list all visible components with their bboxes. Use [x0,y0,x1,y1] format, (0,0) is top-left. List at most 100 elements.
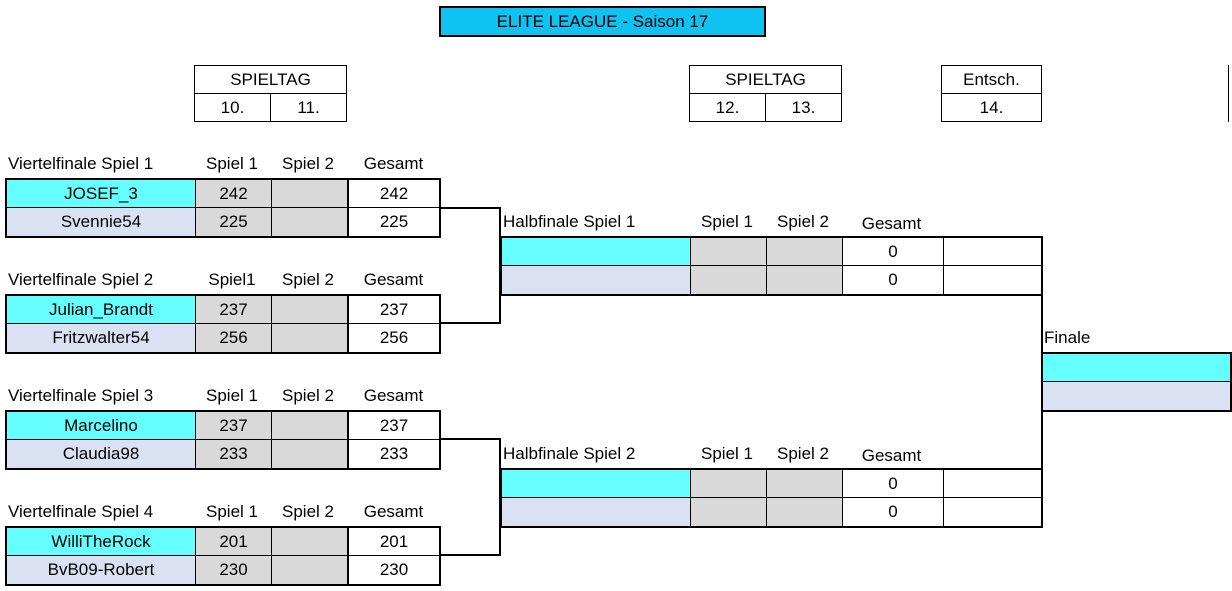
score-spiel1-cell[interactable] [691,238,767,266]
score-spiel1-cell[interactable]: 237 [196,412,272,440]
score-spiel2-cell[interactable] [272,208,348,236]
score-spiel1-cell[interactable]: 225 [196,208,272,236]
player-name-cell[interactable]: Marcelino [7,412,196,440]
final-player-cell[interactable] [1043,354,1230,382]
quarterfinal-label: Viertelfinale Spiel 3 [8,386,154,405]
col-header-gesamt: Gesamt [861,214,922,233]
bracket-connector [499,207,501,324]
semifinal-2: Halbfinale Spiel 2 Spiel 1 Spiel 2 Gesam… [500,440,1043,530]
col-header-spiel2: Spiel 2 [777,212,829,231]
col-header-spiel2: Spiel 2 [282,154,334,173]
score-spiel1-cell[interactable]: 230 [196,556,272,584]
total-cell[interactable]: 237 [348,412,439,440]
match-table: Marcelino 237 237 Claudia98 233 233 [5,410,441,470]
final-player-cell[interactable] [1043,382,1230,410]
col-header-spiel1: Spiel 1 [206,154,258,173]
score-spiel2-cell[interactable] [272,324,348,352]
col-header-spiel1: Spiel 1 [701,444,753,463]
score-spiel2-cell[interactable] [272,556,348,584]
spieltag-header-2: SPIELTAG 12. 13. [689,65,842,122]
bracket-connector [441,554,501,556]
score-spiel1-cell[interactable] [691,266,767,294]
final-label: Finale [1044,328,1091,347]
spieltag-day: 10. [194,93,271,122]
spieltag-day: 13. [765,93,842,122]
score-spiel2-cell[interactable] [272,412,348,440]
entsch-label: Entsch. [941,65,1042,94]
entsch-day: 14. [941,93,1042,122]
score-spiel1-cell[interactable]: 237 [196,296,272,324]
spieltag-header-1: SPIELTAG 10. 11. [194,65,347,122]
match-table [1041,352,1232,412]
col-header-spiel1: Spiel 1 [701,212,753,231]
score-spiel2-cell[interactable] [767,470,843,498]
total-cell[interactable]: 201 [348,528,439,556]
player-name-cell[interactable] [502,470,691,498]
total-cell[interactable]: 225 [348,208,439,236]
player-name-cell[interactable]: Claudia98 [7,440,196,468]
player-name-cell[interactable] [502,266,691,294]
total-cell[interactable]: 233 [348,440,439,468]
player-name-cell[interactable]: BvB09-Robert [7,556,196,584]
score-spiel1-cell[interactable]: 256 [196,324,272,352]
total-cell[interactable]: 237 [348,296,439,324]
player-name-cell[interactable]: JOSEF_3 [7,180,196,208]
score-spiel2-cell[interactable] [767,238,843,266]
decider-cell[interactable] [944,238,1041,266]
total-cell[interactable]: 0 [843,238,944,266]
total-cell[interactable]: 0 [843,498,944,526]
decider-cell[interactable] [944,266,1041,294]
score-spiel1-cell[interactable] [691,470,767,498]
total-cell[interactable]: 230 [348,556,439,584]
total-cell[interactable]: 256 [348,324,439,352]
col-header-gesamt: Gesamt [363,386,424,405]
col-header-spiel1: Spiel1 [208,270,256,289]
semifinal-1: Halbfinale Spiel 1 Spiel 1 Spiel 2 Gesam… [500,208,1043,298]
score-spiel2-cell[interactable] [272,296,348,324]
score-spiel2-cell[interactable] [767,266,843,294]
score-spiel2-cell[interactable] [767,498,843,526]
score-spiel1-cell[interactable] [691,498,767,526]
semifinal-label: Halbfinale Spiel 1 [503,212,636,231]
match-table: WilliTheRock 201 201 BvB09-Robert 230 23… [5,526,441,586]
bracket-connector [499,438,501,556]
score-spiel2-cell[interactable] [272,528,348,556]
player-name-cell[interactable]: WilliTheRock [7,528,196,556]
col-header-spiel2: Spiel 2 [282,386,334,405]
spieltag-label: SPIELTAG [194,65,347,94]
score-spiel2-cell[interactable] [272,180,348,208]
match-table: JOSEF_3 242 242 Svennie54 225 225 [5,178,441,238]
col-header-gesamt: Gesamt [363,154,424,173]
score-spiel1-cell[interactable]: 201 [196,528,272,556]
col-header-spiel1: Spiel 1 [206,502,258,521]
col-header-gesamt: Gesamt [363,270,424,289]
entsch-header: Entsch. 14. [941,65,1042,122]
quarterfinal-3: Viertelfinale Spiel 3 Spiel 1 Spiel 2 Ge… [5,382,441,472]
player-name-cell[interactable] [502,238,691,266]
player-name-cell[interactable]: Fritzwalter54 [7,324,196,352]
spieltag-day: 12. [689,93,766,122]
score-spiel2-cell[interactable] [272,440,348,468]
match-table: 0 0 [500,236,1043,296]
total-cell[interactable]: 242 [348,180,439,208]
quarterfinal-2: Viertelfinale Spiel 2 Spiel1 Spiel 2 Ges… [5,266,441,356]
bracket-connector [441,322,501,324]
total-cell[interactable]: 0 [843,266,944,294]
player-name-cell[interactable] [502,498,691,526]
player-name-cell[interactable]: Julian_Brandt [7,296,196,324]
col-header-spiel2: Spiel 2 [282,270,334,289]
player-name-cell[interactable]: Svennie54 [7,208,196,236]
decider-cell[interactable] [944,498,1041,526]
score-spiel1-cell[interactable]: 233 [196,440,272,468]
match-table: Julian_Brandt 237 237 Fritzwalter54 256 … [5,294,441,354]
quarterfinal-label: Viertelfinale Spiel 1 [8,154,154,173]
col-header-gesamt: Gesamt [363,502,424,521]
decider-cell[interactable] [944,470,1041,498]
col-header-gesamt: Gesamt [861,446,922,465]
final: Finale [1041,324,1232,414]
score-spiel1-cell[interactable]: 242 [196,180,272,208]
quarterfinal-1: Viertelfinale Spiel 1 Spiel 1 Spiel 2 Ge… [5,150,441,240]
spieltag-day: 11. [270,93,347,122]
total-cell[interactable]: 0 [843,470,944,498]
cut-off-header-edge [1228,65,1232,122]
